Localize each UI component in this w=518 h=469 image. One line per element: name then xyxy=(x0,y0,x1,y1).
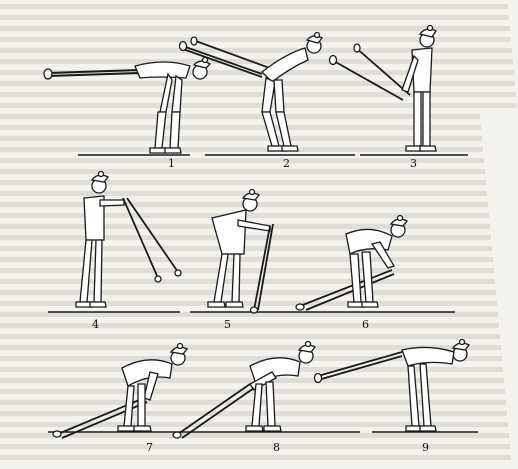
skier-figure-4 xyxy=(76,172,181,308)
skier-figure-8 xyxy=(173,342,315,439)
frame-number-5: 5 xyxy=(224,319,231,330)
frame-number-4: 4 xyxy=(92,319,99,330)
skier-figure-3 xyxy=(330,26,437,152)
frame-number-7: 7 xyxy=(146,442,153,453)
frame-number-9: 9 xyxy=(422,442,429,453)
skier-figure-2 xyxy=(180,33,323,152)
skier-figure-7 xyxy=(53,344,187,439)
frame-number-3: 3 xyxy=(410,158,417,169)
skier-figure-1 xyxy=(44,58,210,154)
frame-number-8: 8 xyxy=(273,442,280,453)
frame-number-1: 1 xyxy=(168,158,175,169)
frame-number-6: 6 xyxy=(362,319,369,330)
frame-number-2: 2 xyxy=(283,158,290,169)
skier-figure-9 xyxy=(315,340,470,432)
skier-figure-5 xyxy=(208,190,273,314)
skier-figure-6 xyxy=(296,216,407,311)
